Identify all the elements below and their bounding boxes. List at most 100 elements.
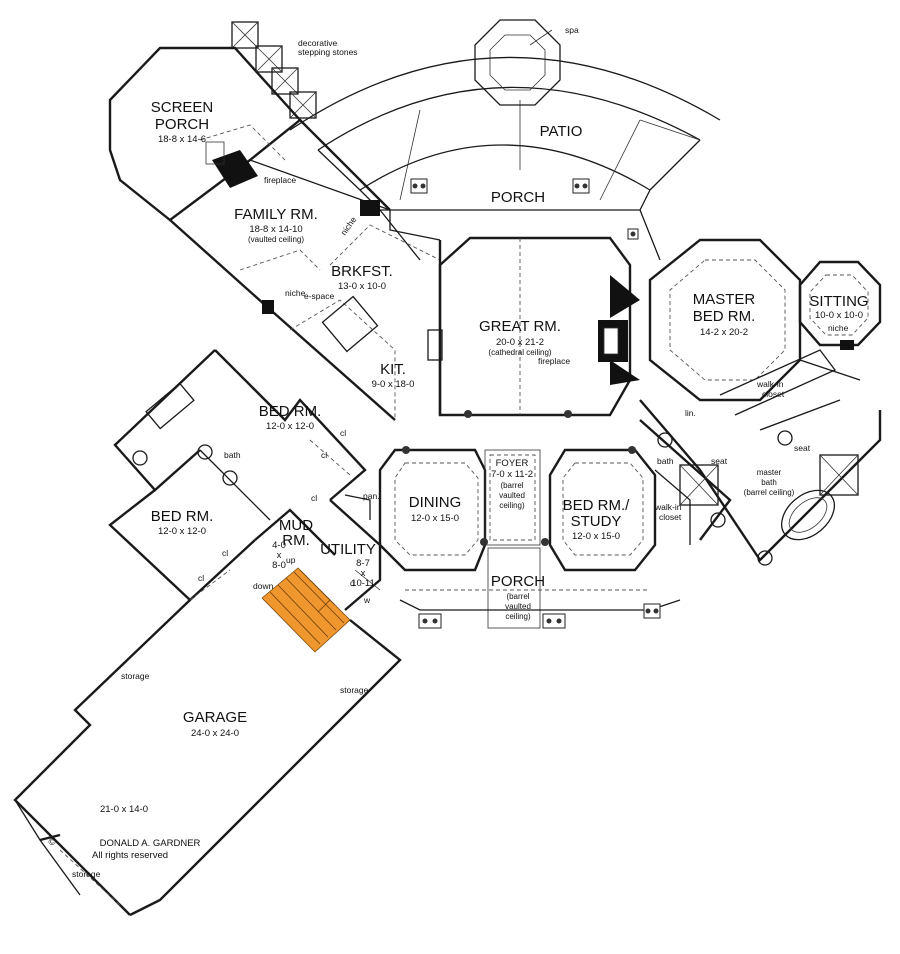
mud-room-label-2: RM. [282,532,310,549]
front-porch-note-1: (barrel [506,592,529,601]
study-walkin-note-1: walk-in [654,502,682,512]
foyer-note-1: (barrel [500,481,523,490]
closet-note-1: cl [340,428,346,438]
front-rooms [378,448,691,629]
bedroom-walls [108,349,367,602]
bedroom-2-label: BED RM. [151,508,214,525]
master-label-1: MASTER [693,291,756,308]
great-fireplace-note: fireplace [538,356,570,366]
family-room-dims: 18-8 x 14-10 [249,224,302,235]
master-dims: 14-2 x 20-2 [700,327,748,338]
stepping-stones [231,21,317,119]
copyright-symbol: © [49,837,56,848]
pantry-note: pan. [363,491,380,501]
closet-note-2: cl [321,450,327,460]
screen-porch-label-1: SCREEN [151,99,214,116]
utility-dims-1: 8-7 [356,558,370,569]
dining-dims: 12-0 x 15-0 [411,513,459,524]
storage-note-3: storage [72,869,101,879]
closet-note-5: cl [198,573,204,583]
rear-porch-label: PORCH [491,189,545,206]
great-room-label: GREAT RM. [479,318,561,335]
kitchen-dims: 9-0 x 18-0 [372,379,415,390]
foyer-note-3: ceiling) [499,501,525,510]
espace-note: e-space [304,291,335,301]
master-bath-label: master [757,468,782,477]
foyer-label: FOYER [496,458,529,469]
family-fireplace-note: fireplace [264,175,296,185]
study-bath-walls [639,419,732,541]
foyer-note-2: vaulted [499,491,525,500]
storage-note-2: storage [340,685,369,695]
storage-note-1: storage [121,671,150,681]
master-label-2: BED RM. [693,308,756,325]
screen-porch-dims: 18-8 x 14-6 [158,134,206,145]
great-room-walls [438,236,640,417]
screen-porch-label-2: PORCH [155,116,209,133]
great-room-dims: 20-0 x 21-2 [496,337,544,348]
family-room-note: (vaulted ceiling) [248,235,304,244]
mud-utility-walls [254,494,382,611]
utility-dims-3: 10-11 [351,578,375,589]
rights-reserved: All rights reserved [92,850,168,861]
study-dims: 12-0 x 15-0 [572,531,620,542]
family-room-label: FAMILY RM. [234,206,318,223]
kitchen-label: KIT. [380,361,406,378]
family-niche-note: niche [338,215,358,238]
study-walkin-note-2: closet [659,512,682,522]
garage-dims: 24-0 x 24-0 [191,728,239,739]
study-bath-note: bath [657,456,674,466]
stepping-stones-note-1: decorative [298,38,337,48]
sitting-niche-note: niche [828,323,849,333]
study-label-2: STUDY [571,513,622,530]
designer-name: DONALD A. GARDNER [100,838,201,849]
master-bath-line3: (barrel ceiling) [744,488,795,497]
front-porch-note-2: vaulted [505,602,531,611]
bedroom-bath-note: bath [224,450,241,460]
garage-walls [13,599,402,917]
brkfst-dims: 13-0 x 10-0 [338,281,386,292]
bedroom-2-dims: 12-0 x 12-0 [158,526,206,537]
stairs [261,567,351,653]
bedroom-1-dims: 12-0 x 12-0 [266,421,314,432]
brkfst-label: BRKFST. [331,263,393,280]
stairs-up-note: up [286,555,296,565]
foyer-dims: 7-0 x 11-2 [491,469,533,480]
patio-outline [289,56,721,261]
seat-note-2: seat [794,443,811,453]
linen-note: lin. [685,408,696,418]
spa [474,19,561,106]
washer-note: w [363,595,371,605]
mud-room-dims-2: x [277,550,282,561]
master-walkin-note-2: closet [762,389,785,399]
utility-dims-2: x [361,568,366,579]
garage-dims-2: 21-0 x 14-0 [100,804,148,815]
front-porch-label: PORCH [491,573,545,590]
front-porch-note-3: ceiling) [505,612,531,621]
bedroom-1-label: BED RM. [259,403,322,420]
dining-label: DINING [409,494,462,511]
kitchen-niche-note: niche [285,288,306,298]
spa-note: spa [565,25,579,35]
sitting-dims: 10-0 x 10-0 [815,310,863,321]
master-bed-walls [639,238,882,566]
patio-label: PATIO [540,123,583,140]
utility-label: UTILITY [320,541,376,558]
mud-room-dims-3: 8-0 [272,560,286,571]
closet-note-3: cl [311,493,317,503]
sitting-label: SITTING [809,293,868,310]
seat-note-1: seat [711,456,728,466]
porch-columns [402,178,661,629]
master-walkin-note-1: walk-in [756,379,784,389]
dryer-note: d [350,578,355,588]
garage-label: GARAGE [183,709,247,726]
closet-note-4: cl [222,548,228,558]
mud-room-dims-1: 4-0 [272,540,286,551]
fireplace-family [205,141,258,188]
master-bath-line2: bath [761,478,777,487]
great-room-note: (cathedral ceiling) [488,348,551,357]
family-room-walls [239,159,441,421]
stepping-stones-note-2: stepping stones [298,47,358,57]
mud-room-label-1: MUD [279,517,313,534]
